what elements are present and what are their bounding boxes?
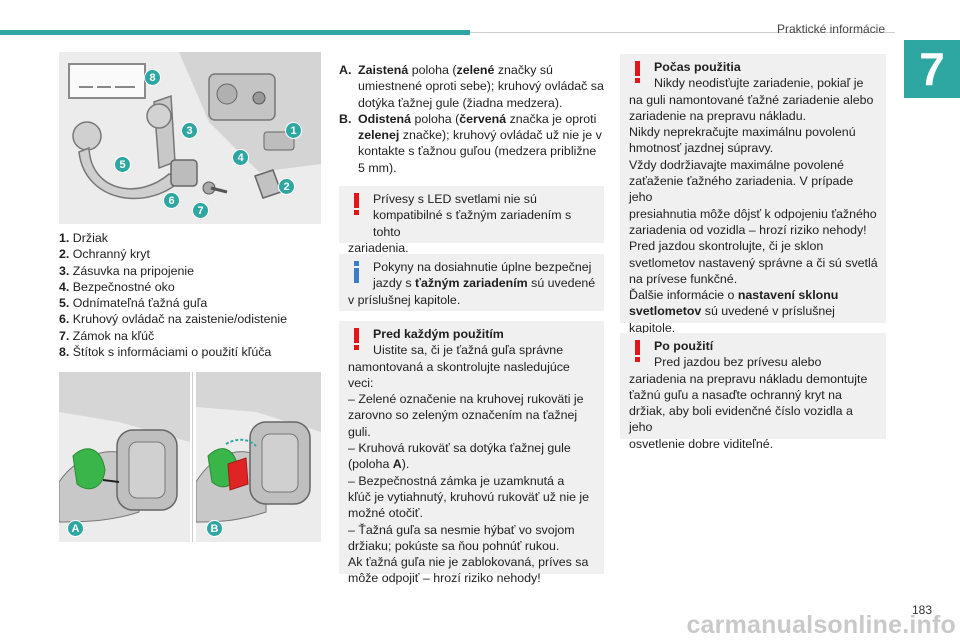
warning-icon [354,193,359,215]
warning-icon [354,328,359,350]
legend-item: 2. Ochranný kryt [59,247,150,262]
legend-item: 6. Kruhový ovládač na zaistenie/odisteni… [59,312,288,327]
callout-badge-5: 5 [114,156,131,173]
header-divider [470,32,895,33]
callout-badge-7: 7 [192,202,209,219]
legend-item: 8. Štítok s informáciami o použití kľúča [59,345,272,360]
legend-item: 4. Bezpečnostné oko [59,279,175,294]
page-number: 183 [911,603,932,617]
tow-hitch-illustration [59,52,321,224]
position-a-badge: A [67,520,84,537]
warning-icon [635,340,640,362]
callout-badge-8: 8 [144,69,161,86]
callout-badge-6: 6 [163,192,180,209]
definition-a: A. Zaistená poloha (zelené značky sú umi… [339,63,604,110]
component-legend: 1. Držiak 2. Ochranný kryt 3. Zásuvka na… [59,230,321,360]
callout-badge-3: 3 [181,122,198,139]
position-b-badge: B [206,520,223,537]
legend-item: 5. Odnímateľná ťažná guľa [59,296,208,311]
safety-info-note: Pokyny na dosiahnutie úplne bezpečnej ja… [339,254,604,311]
site-watermark: carmanualsonline.info [686,611,956,639]
info-icon [354,261,359,283]
callout-badge-4: 4 [232,149,249,166]
warning-icon [635,61,640,83]
legend-item: 7. Zámok na kľúč [59,328,155,343]
during-use-warning: Počas použitia Nikdy neodisťujte zariade… [620,54,886,335]
tow-hitch-components-figure: 8 3 1 5 4 2 6 7 [59,52,321,224]
callout-badge-2: 2 [278,178,295,195]
callout-badge-1: 1 [285,122,302,139]
unlocked-position-figure: B [196,372,321,542]
figure-separator [192,372,193,542]
after-use-warning: Po použití Pred jazdou bez prívesu alebo… [620,333,886,451]
legend-item: 3. Zásuvka na pripojenie [59,263,195,278]
definition-b: B. Odistená poloha (červená značka je op… [339,111,602,175]
chapter-tab: 7 [904,40,960,98]
section-title: Praktické informácie [776,22,885,36]
before-use-warning: Pred každým použitím Uistite sa, či je ť… [339,321,604,585]
header-accent-bar [0,30,470,35]
led-trailer-warning: Prívesy s LED svetlami nie sú kompatibil… [339,186,604,255]
position-definitions: A. Zaistená poloha (zelené značky sú umi… [339,62,604,176]
legend-item: 1. Držiak [59,231,108,245]
locked-position-figure: A [59,372,190,542]
locked-knob-illustration [59,372,190,542]
unlocked-knob-illustration [196,372,321,542]
